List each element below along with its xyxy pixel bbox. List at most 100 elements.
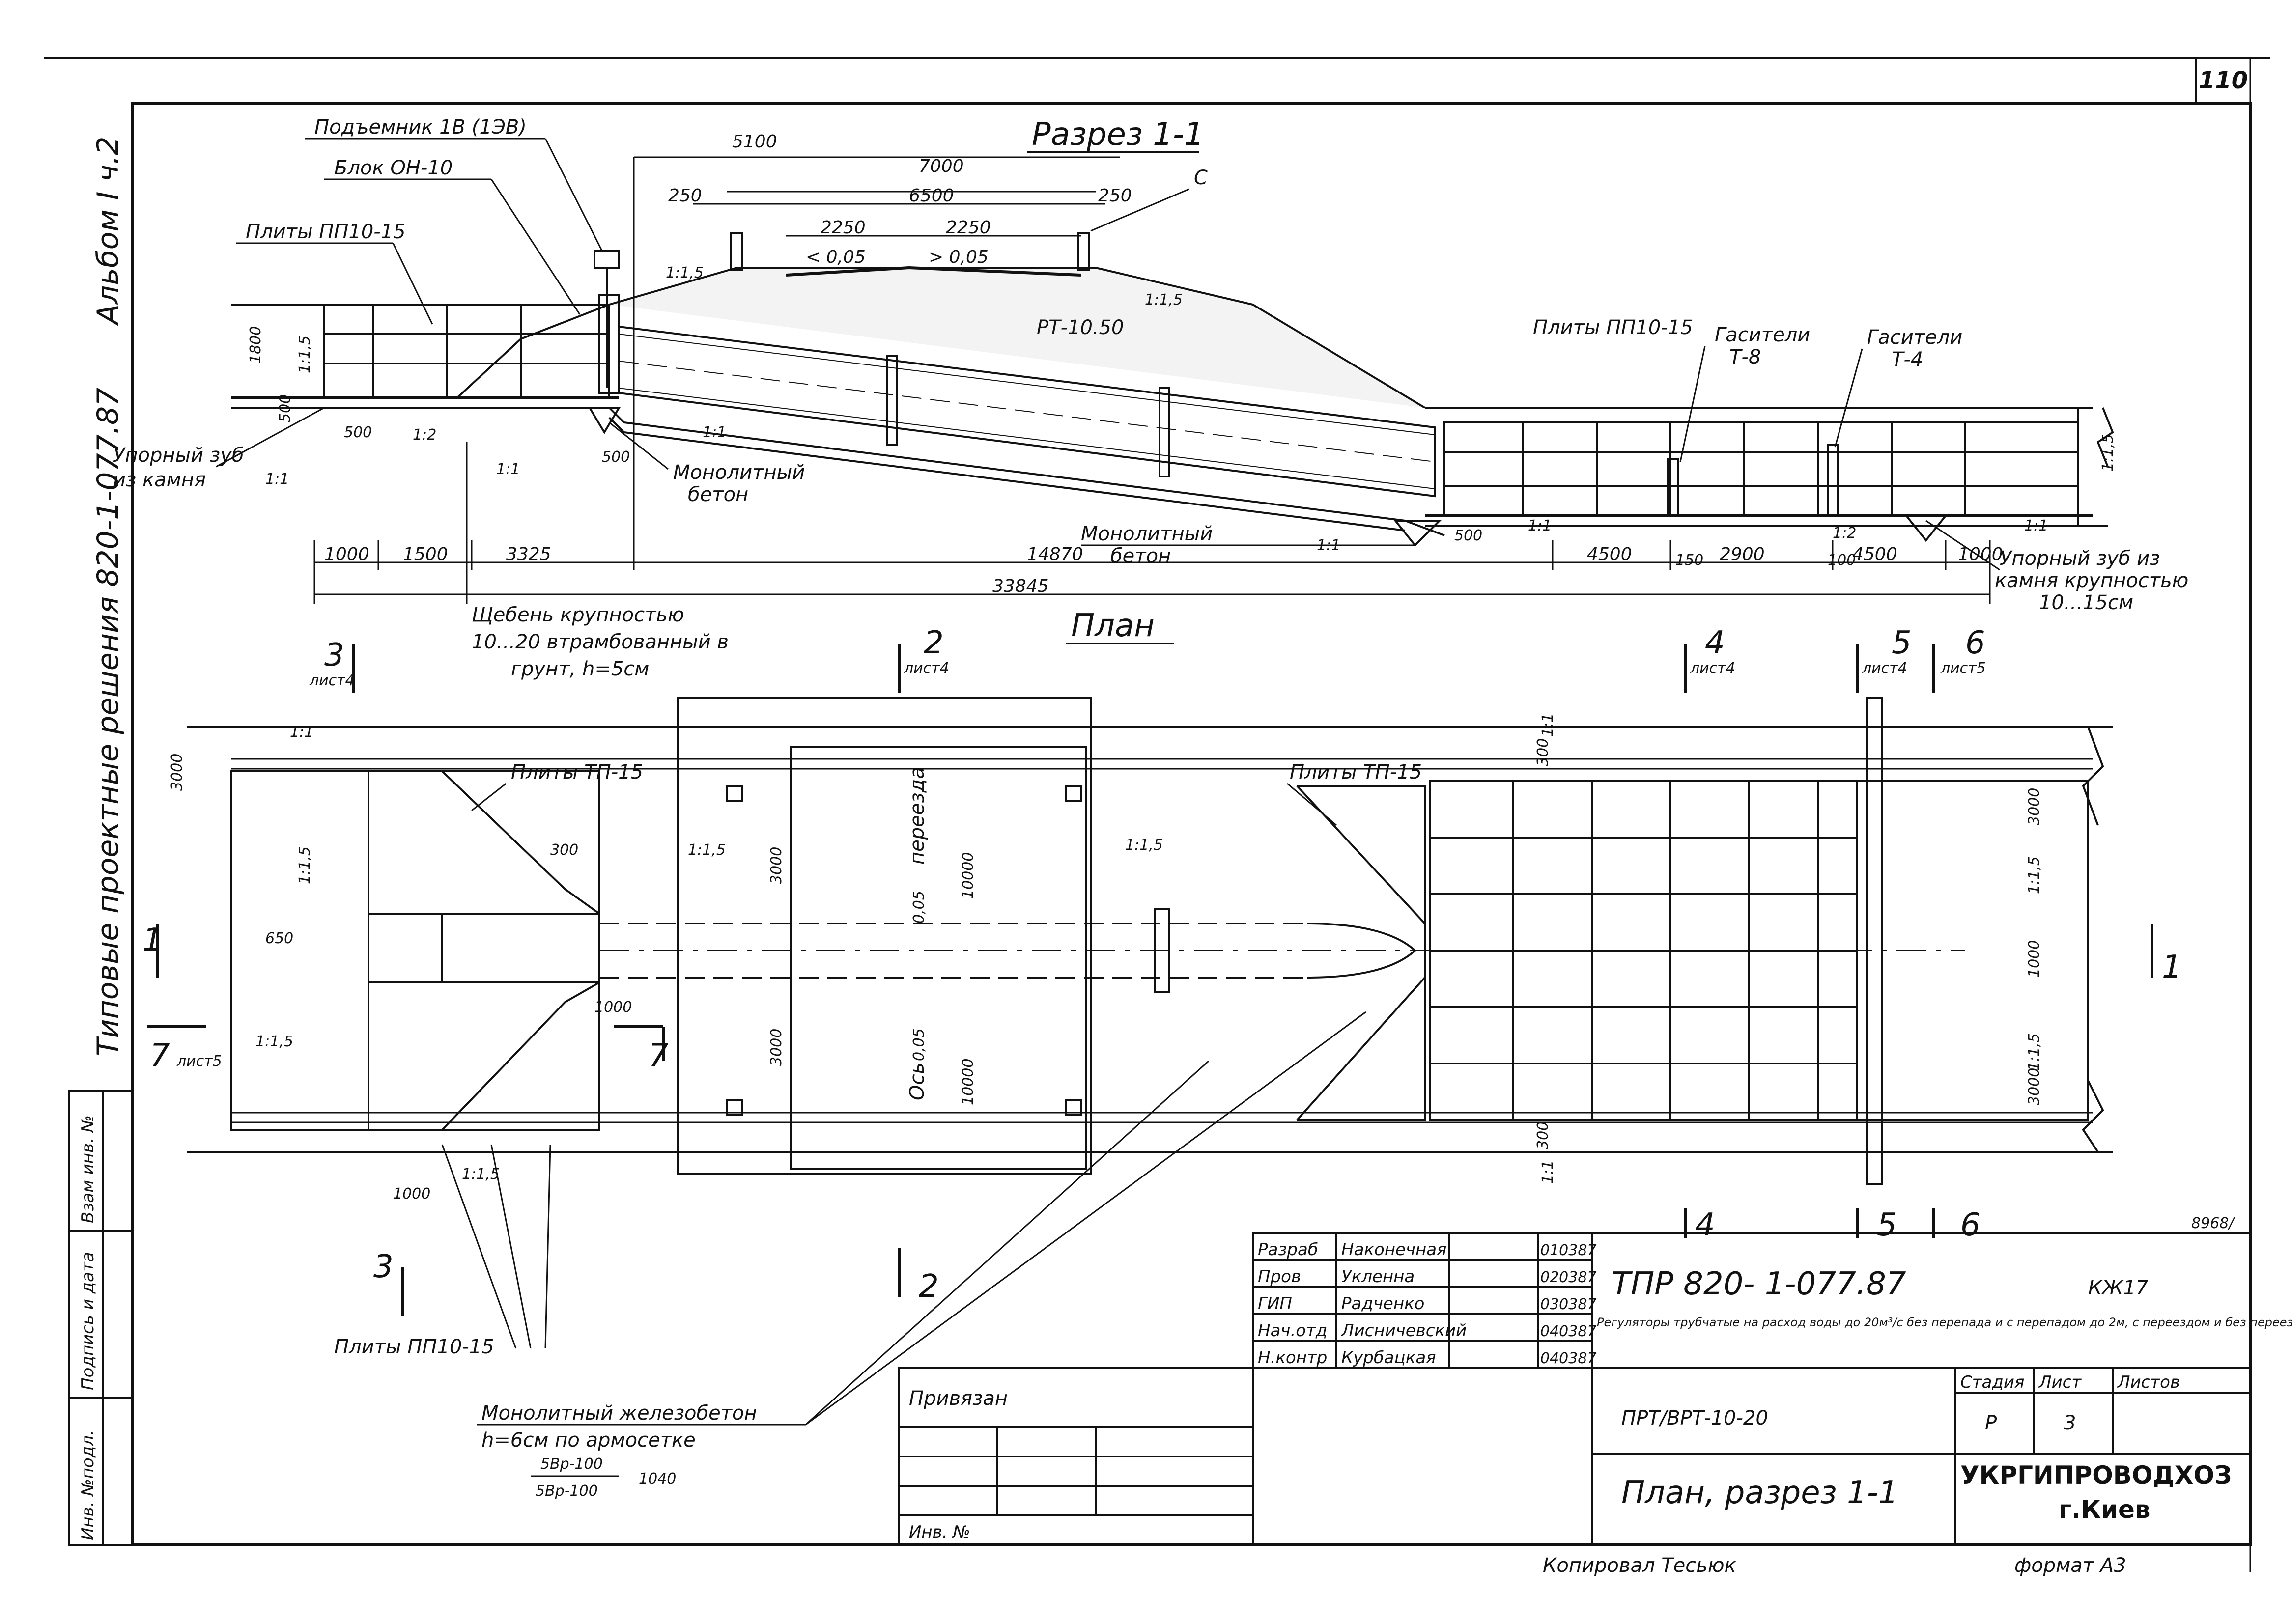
label-slabs-tp-left: Плиты ТП-15 — [511, 761, 643, 784]
dim-small-150: 150 — [1675, 552, 1703, 569]
section-title: Разрез 1-1 — [1032, 116, 1204, 153]
label-stop-right-1: Упорный зуб из — [2000, 547, 2160, 570]
concrete-size: 1040 — [639, 1470, 676, 1487]
label-gravel-1: Щебень крупностью — [472, 604, 684, 626]
tb-role-2: ГИП — [1258, 1294, 1292, 1314]
plan-dim-005-b: 0,05 — [910, 1028, 928, 1061]
plan-slope-9: 1:1,5 — [2026, 856, 2043, 894]
slope-s7: 1:2 — [413, 426, 436, 444]
dim-small-500b: 500 — [344, 424, 372, 441]
plan-dim-10000-a: 10000 — [960, 852, 977, 899]
leader-dampers-t4 — [1834, 348, 1863, 448]
tb-name-0: Наконечная — [1341, 1240, 1447, 1260]
dim-top-2250b: 2250 — [946, 218, 991, 238]
plan-slope-8: 1:1 — [1539, 1160, 1556, 1184]
plan-slope-2: 1:1,5 — [296, 846, 313, 884]
dim-top-7000: 7000 — [919, 156, 964, 176]
leader-slabs-tp-left — [471, 783, 507, 812]
label-pipe: РТ-10.50 — [1037, 316, 1124, 339]
leader-slabs-pp-1 — [441, 1144, 517, 1349]
dim-bottom-1000a: 1000 — [324, 544, 369, 564]
plan-slope-4: 1:1,5 — [1125, 837, 1163, 854]
label-gravel-3: грунт, h=5см — [511, 658, 649, 680]
plan-dim-1000-right: 1000 — [2026, 940, 2043, 978]
slope-s3: 1:1,5 — [296, 336, 313, 373]
plan-title: План — [1071, 608, 1155, 644]
tb-description-text: Регуляторы трубчатые на расход воды до 2… — [1597, 1316, 2292, 1329]
cut-bottom-3: 3 — [373, 1249, 394, 1285]
plan-dim-3000-a: 3000 — [768, 847, 785, 884]
tb-date-3: 040387 — [1540, 1323, 1597, 1340]
leader-concrete-note-2 — [805, 1011, 1366, 1426]
tb-role-3: Нач.отд — [1258, 1321, 1327, 1341]
tb-date-0: 010387 — [1540, 1242, 1597, 1259]
label-stop-left-1: Упорный зуб — [113, 444, 244, 467]
leader-stop-right — [1925, 520, 2000, 571]
plan-drawing — [187, 697, 2113, 1185]
note-code: 8968/ — [2191, 1215, 2235, 1232]
tb-date-4: 040387 — [1540, 1350, 1597, 1367]
slope-s10: 1:1 — [1317, 537, 1340, 554]
cut-5-sheet: лист4 — [1862, 660, 1907, 677]
dim-top-6500: 6500 — [909, 186, 954, 206]
slope-s2: 1:1,5 — [1145, 291, 1183, 308]
cut-7-num-right: 7 — [649, 1037, 669, 1074]
section-dim-lines — [313, 156, 1991, 604]
dim-small-500a: 500 — [277, 394, 294, 422]
plan-slope-7: 1:1 — [1539, 713, 1556, 737]
concrete-fraction-bottom: 5Вр-100 — [536, 1483, 598, 1500]
label-stop-right-3: 10...15см — [2039, 591, 2133, 614]
side-stamp-sign: Подпись и дата — [78, 1252, 98, 1390]
plan-slope-6: 1:1,5 — [462, 1166, 500, 1183]
tb-date-2: 030387 — [1540, 1296, 1597, 1313]
dim-top-250a: 250 — [668, 186, 702, 206]
label-slabs-right: Плиты ПП10-15 — [1533, 316, 1693, 339]
label-gravel-2: 10...20 втрамбованный в — [472, 631, 729, 653]
tb-stage-label: Стадия — [1960, 1372, 2024, 1392]
plan-dim-3000-right-b: 3000 — [2026, 1068, 2043, 1105]
slope-s9: 1:1 — [703, 424, 726, 441]
dim-bottom-14870: 14870 — [1027, 544, 1083, 564]
tb-bound-label: Привязан — [909, 1387, 1008, 1410]
tb-sheet: 3 — [2064, 1412, 2076, 1434]
tb-org: УКРГИПРОВОДХОЗ — [1960, 1461, 2232, 1489]
cut-bottom-5: 5 — [1877, 1207, 1897, 1243]
slope-road-right: > 0,05 — [929, 247, 989, 267]
label-concrete-1a: Монолитный — [673, 461, 805, 484]
label-slabs-pp: Плиты ПП10-15 — [334, 1336, 494, 1358]
dim-bottom-1500: 1500 — [403, 544, 448, 564]
leader-block-2 — [490, 179, 581, 315]
slope-s4: 1:1,5 — [2099, 434, 2117, 472]
leader-stop-left — [216, 407, 325, 468]
leader-slabs-tp-right — [1287, 783, 1337, 826]
label-slabs-tp-right: Плиты ТП-15 — [1290, 761, 1422, 784]
series-label: Типовые проектные решения 820-1-077.87 — [91, 388, 125, 1056]
plan-dim-650: 650 — [265, 930, 293, 947]
slope-road-left: < 0,05 — [806, 247, 866, 267]
page-number: 110 — [2199, 67, 2248, 94]
tb-description: Регуляторы трубчатые на расход воды до 2… — [1597, 1316, 2292, 1329]
dim-bottom-4500b: 4500 — [1852, 544, 1897, 564]
tb-city: г.Киев — [2059, 1495, 2151, 1524]
section-mark-left: 1 — [142, 922, 163, 958]
dim-bottom-4500a: 4500 — [1587, 544, 1632, 564]
label-axis: Ось — [906, 1063, 929, 1100]
slope-s1: 1:1,5 — [666, 264, 704, 281]
side-stamp-inv: Инв. №подл. — [78, 1430, 98, 1540]
section-drawing — [231, 232, 2114, 547]
cut-2-num: 2 — [924, 625, 944, 661]
copied-by: Копировал Тесьюк — [1543, 1554, 1736, 1577]
tb-name-2: Радченко — [1341, 1294, 1424, 1314]
cut-6-num: 6 — [1965, 625, 1985, 661]
plan-dim-300-bottom: 300 — [1534, 1121, 1552, 1149]
tb-sheets-label: Листов — [2117, 1372, 2180, 1392]
tb-role-0: Разраб — [1258, 1240, 1318, 1260]
leader-lift-2 — [544, 138, 603, 251]
dim-top-2250a: 2250 — [821, 218, 866, 238]
plan-dim-300-top: 300 — [1534, 738, 1552, 766]
label-dampers-t8: Гасители — [1715, 324, 1810, 346]
label-dampers-t4-type: Т-4 — [1892, 348, 1923, 371]
tb-doc-code: ТПР 820- 1-077.87 — [1612, 1266, 1906, 1302]
plan-dim-3000-right-a: 3000 — [2026, 788, 2043, 825]
